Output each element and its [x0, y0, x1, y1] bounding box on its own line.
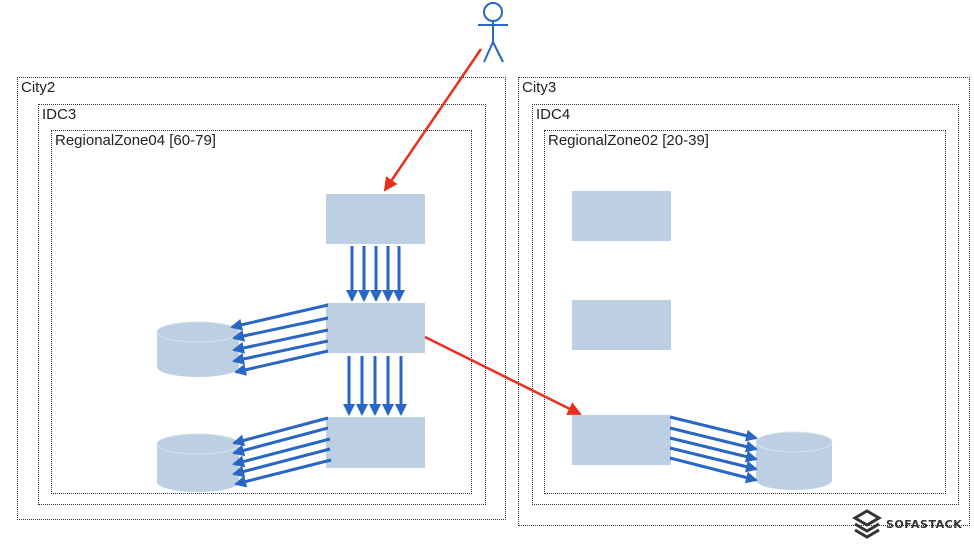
- city2-label: City2: [21, 79, 56, 96]
- rz04-app1-to-db1-arrows: [230, 303, 329, 376]
- rz02-app-node-2: [572, 415, 671, 465]
- idc3-container: IDC3: [38, 104, 486, 505]
- user-request-arrow: [383, 48, 483, 192]
- idc4-label: IDC4: [536, 106, 571, 123]
- rz04-app2-to-db2-arrows: [232, 416, 332, 488]
- regional-zone04-container: RegionalZone04 [60-79]: [51, 130, 472, 494]
- rz04-app-node-1: [326, 303, 425, 353]
- idc4-container: IDC4: [532, 104, 959, 505]
- rz04-gateway-to-app1-arrows: [346, 246, 405, 302]
- regional-zone02-container: RegionalZone02 [20-39]: [544, 130, 946, 494]
- city3-container: City3: [518, 77, 970, 526]
- rz02-database-1: [755, 431, 833, 490]
- sofastack-logo: SOFASTACK: [852, 509, 962, 539]
- sofastack-logo-icon: [852, 509, 882, 539]
- rz02-gateway-node: [572, 191, 671, 241]
- regional-zone04-label: RegionalZone04 [60-79]: [55, 132, 216, 149]
- rz04-app1-to-app2-arrows: [343, 356, 407, 416]
- rz04-database-2: [156, 433, 240, 492]
- rz04-app-node-2: [326, 417, 425, 468]
- idc3-label: IDC3: [42, 106, 77, 123]
- rz04-gateway-node: [326, 194, 425, 244]
- rz04-database-1: [156, 321, 240, 377]
- user-stick-figure-icon: [478, 2, 508, 63]
- sofastack-logo-text: SOFASTACK: [886, 517, 963, 531]
- city3-label: City3: [522, 79, 557, 96]
- regional-zone02-label: RegionalZone02 [20-39]: [548, 132, 709, 149]
- city2-container: City2: [17, 77, 506, 520]
- rz02-app-node-1: [572, 300, 671, 350]
- rz02-app2-to-db-arrows: [669, 415, 758, 484]
- cross-zone-arrow: [424, 335, 582, 416]
